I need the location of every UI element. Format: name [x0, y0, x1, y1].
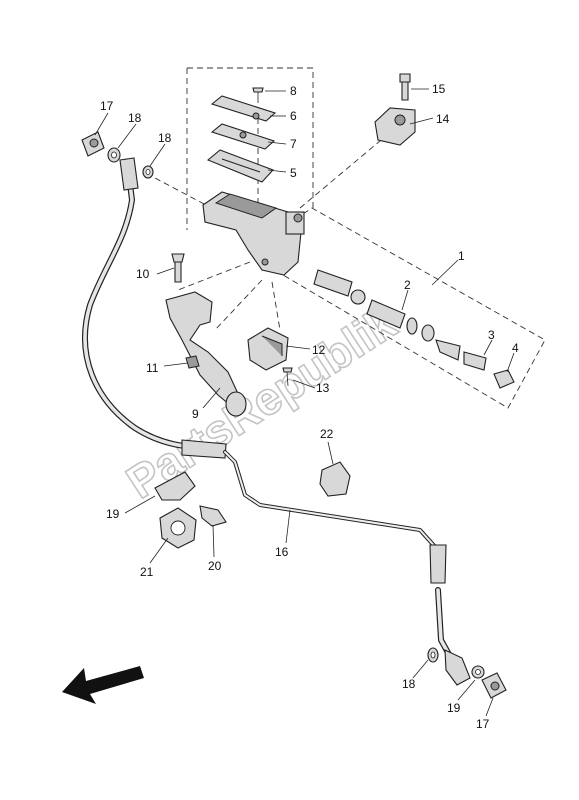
- callout-18-lower: 18: [402, 677, 416, 691]
- master-cylinder-kit-dashed-box: [277, 207, 546, 409]
- push-rod-part-3: [463, 351, 487, 371]
- brake-pipe-part-16: [223, 450, 471, 686]
- washer-part-18-upper-a: [107, 147, 121, 163]
- callout-17-lower: 17: [476, 717, 490, 731]
- callout-10: 10: [136, 267, 150, 281]
- callout-5: 5: [290, 166, 297, 180]
- callout-6: 6: [290, 109, 297, 123]
- reservoir-group-dashed-box: [186, 67, 314, 230]
- callout-leader-lines: [94, 88, 515, 717]
- callout-14: 14: [436, 112, 450, 126]
- callout-22: 22: [320, 427, 334, 441]
- callout-20: 20: [208, 559, 222, 573]
- screw-part-13: [282, 367, 293, 387]
- callout-8: 8: [290, 84, 297, 98]
- callout-3: 3: [488, 328, 495, 342]
- switch-part-12: [247, 327, 289, 371]
- washer-part-19-lower: [471, 665, 485, 679]
- callout-16: 16: [275, 545, 289, 559]
- clamp-part-19-upper: [154, 471, 196, 501]
- holder-clamp-part-14: [374, 107, 416, 146]
- callout-1: 1: [458, 249, 465, 263]
- bracket-part-22: [319, 461, 351, 497]
- callout-21: 21: [140, 565, 154, 579]
- callout-4: 4: [512, 341, 519, 355]
- nut-part-11: [185, 355, 200, 369]
- callout-18-upper-b: 18: [158, 131, 172, 145]
- washer-part-18-lower: [427, 647, 439, 663]
- callout-2: 2: [404, 278, 411, 292]
- front-direction-arrow-icon: [62, 666, 144, 704]
- callout-12: 12: [312, 343, 326, 357]
- callout-15: 15: [432, 82, 446, 96]
- callout-13: 13: [316, 381, 330, 395]
- banjo-bolt-part-17-lower: [481, 672, 507, 699]
- watermark-text: PartsRepublik: [117, 296, 405, 508]
- piston-kit-part-2: [313, 269, 461, 361]
- banjo-bolt-part-17-upper: [81, 131, 105, 157]
- boot-part-4: [493, 369, 515, 389]
- callout-17-upper: 17: [100, 99, 114, 113]
- callout-7: 7: [290, 137, 297, 151]
- callout-19-lower: 19: [447, 701, 461, 715]
- lever-part-9: [165, 291, 247, 417]
- diaphragm-plate-part-7: [210, 123, 276, 150]
- callout-labels: 1 2 3 4 5 6 7 8 9 10 11 12 13 14 15 16 1…: [100, 82, 519, 731]
- callout-19-upper: 19: [106, 507, 120, 521]
- callout-9: 9: [192, 407, 199, 421]
- diaphragm-part-5: [206, 149, 274, 183]
- screw-part-8: [252, 87, 264, 103]
- callout-11: 11: [146, 361, 159, 375]
- cap-part-6: [210, 95, 277, 122]
- bolt-part-15: [399, 73, 411, 101]
- pivot-bolt-part-10: [171, 253, 185, 283]
- bolt-part-20: [199, 505, 227, 527]
- brake-hose: [82, 157, 227, 459]
- master-cylinder-body: [202, 191, 305, 276]
- clamp-part-21: [159, 507, 197, 549]
- callout-18-upper-a: 18: [128, 111, 142, 125]
- washer-part-18-upper-b: [142, 165, 154, 179]
